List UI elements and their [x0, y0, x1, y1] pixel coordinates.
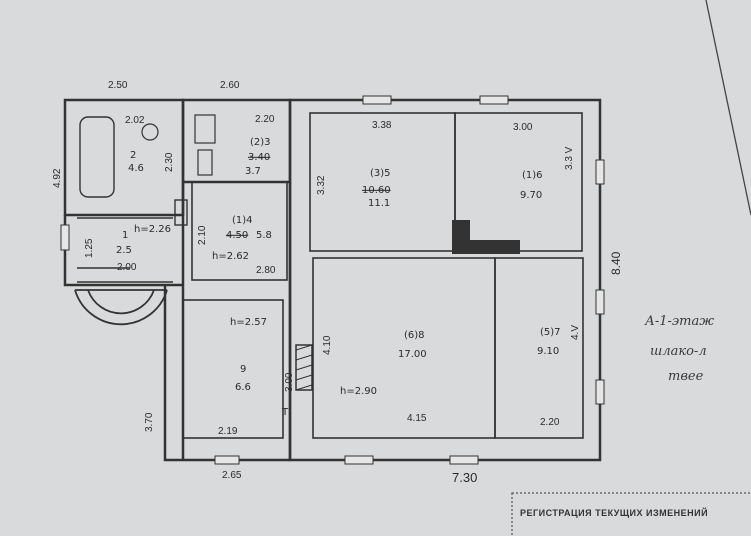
- dim-top-middle: 2.60: [220, 80, 240, 91]
- dim-220b: 2.20: [540, 417, 560, 428]
- room-5-area: 11.1: [368, 198, 390, 209]
- room-9-height: h=2.57: [230, 317, 267, 328]
- sink-icon: [141, 123, 159, 141]
- room-4-height: h=2.62: [212, 251, 249, 262]
- registration-stamp: РЕГИСТРАЦИЯ ТЕКУЩИХ ИЗМЕНЕНИЙ: [511, 492, 751, 536]
- room-6-area: 9.70: [520, 190, 542, 201]
- chimney-hatch: [295, 344, 313, 391]
- stove-icon: [194, 114, 216, 144]
- dim-230: 2.30: [164, 152, 175, 172]
- window: [595, 289, 605, 315]
- dim-202: 2.02: [125, 115, 145, 126]
- stove-block: [174, 199, 520, 391]
- window: [344, 455, 374, 465]
- room-4-box: [191, 181, 288, 281]
- dim-210: 2.10: [197, 225, 208, 245]
- room-5-number: (3)5: [370, 168, 391, 179]
- porch: [74, 289, 168, 326]
- room-3-area: 3.7: [245, 166, 261, 177]
- room-3-number: (2)3: [250, 137, 271, 148]
- side-note-line-2: шлако-л: [650, 344, 707, 359]
- room-8-height: h=2.90: [340, 386, 377, 397]
- dim-left-lower: 3.70: [144, 412, 155, 432]
- porch-arc-inner: [87, 289, 155, 315]
- stamp-border: [511, 492, 751, 536]
- dim-415: 4.15: [407, 413, 427, 424]
- side-note-line-1: А-1-этаж: [644, 314, 714, 329]
- dim-left-upper: 4.92: [52, 168, 63, 188]
- dim-220: 2.20: [255, 114, 275, 125]
- windows: [60, 95, 605, 465]
- room-4-area: 5.8: [256, 230, 272, 241]
- room-1-number: 1: [122, 230, 128, 241]
- room-5-area-old: 10.60: [362, 185, 391, 196]
- side-note: А-1-этаж шлако-л твее: [644, 314, 714, 384]
- room-2-number: 2: [130, 150, 136, 161]
- counter-icon: [197, 149, 213, 176]
- rear-outline: [163, 285, 290, 462]
- dim-bottom-outer: 2.65: [222, 470, 242, 481]
- bathtub-icon: [79, 116, 115, 198]
- room-labels: 2 4.6 (2)3 3.40 3.7 (3)5 10.60 11.1 (1)6…: [116, 137, 561, 418]
- dim-338: 3.38: [372, 120, 392, 131]
- frame-line: [705, 0, 751, 216]
- window: [479, 95, 509, 105]
- room-9-box: [182, 299, 284, 439]
- dim-410: 4.10: [322, 335, 333, 355]
- dim-125: 1.25: [84, 238, 95, 258]
- room-9-area: 6.6: [235, 382, 251, 393]
- room-9-number: 9: [240, 364, 246, 375]
- hatch-small: [174, 199, 188, 226]
- room-4-area-old: 4.50: [226, 230, 248, 241]
- interior-walls: [77, 112, 584, 439]
- window: [214, 455, 240, 465]
- dim-overall-height: 8.40: [609, 251, 623, 275]
- room-1-area: 2.5: [116, 245, 132, 256]
- room-7-number: (5)7: [540, 327, 561, 338]
- side-note-line-3: твее: [668, 369, 704, 384]
- stamp-text: РЕГИСТРАЦИЯ ТЕКУЩИХ ИЗМЕНЕНИЙ: [520, 507, 708, 518]
- room-2-area: 4.6: [128, 163, 144, 174]
- room-3-area-old: 3.40: [248, 152, 270, 163]
- dim-300b: 3.00: [284, 372, 295, 392]
- room-6-number: (1)6: [522, 170, 543, 181]
- dim-4v: 4.V: [570, 325, 581, 340]
- dim-300: 3.00: [513, 122, 533, 133]
- room-1-height: h=2.26: [134, 224, 171, 235]
- dim-bottom-inner: 2.19: [218, 426, 238, 437]
- window: [60, 224, 70, 251]
- stove-mass: [452, 220, 520, 254]
- room-7-area: 9.10: [537, 346, 559, 357]
- dim-280: 2.80: [256, 265, 276, 276]
- window: [595, 159, 605, 185]
- mark-t: T: [281, 407, 289, 418]
- room-8-number: (6)8: [404, 330, 425, 341]
- dim-332: 3.32: [316, 175, 327, 195]
- room-8-area: 17.00: [398, 349, 427, 360]
- dim-overall-width: 7.30: [452, 470, 477, 485]
- dim-200: 2.00: [117, 262, 137, 273]
- window: [449, 455, 479, 465]
- window: [595, 379, 605, 405]
- window: [362, 95, 392, 105]
- room-4-number: (1)4: [232, 215, 253, 226]
- walls: [63, 98, 602, 462]
- dim-top-left: 2.50: [108, 80, 128, 91]
- porch-arc: [74, 289, 168, 326]
- dim-33v: 3.3 V: [564, 146, 575, 170]
- room-7-box: [494, 257, 584, 439]
